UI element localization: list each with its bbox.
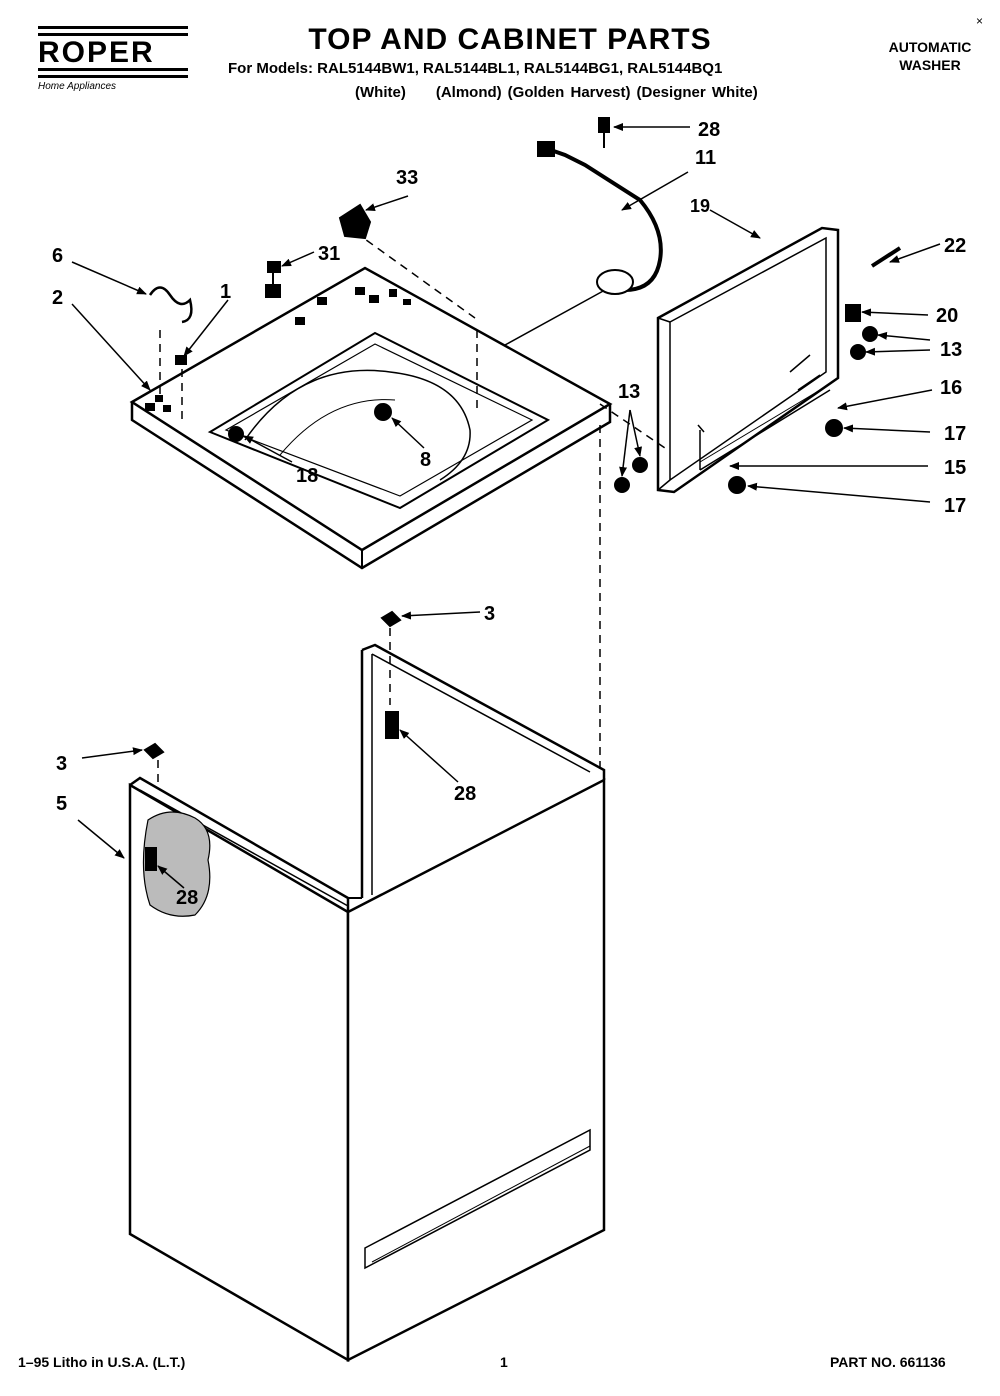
color-designer-white: (Designer White) — [636, 84, 758, 101]
callout-numbers: 28 11 19 22 20 13 16 17 15 17 13 33 31 6… — [52, 119, 966, 909]
screw-18 — [228, 426, 244, 442]
corner-mark: × — [976, 14, 984, 28]
console-panel — [656, 226, 840, 494]
callout-28: 28 — [698, 119, 720, 141]
callout-22: 22 — [944, 235, 966, 257]
callout-11: 11 — [695, 147, 716, 169]
color-golden-harvest: (Golden Harvest) — [507, 84, 631, 101]
screw-13 — [850, 326, 878, 360]
callout-20: 20 — [936, 305, 958, 327]
screw-28 — [598, 117, 610, 148]
callout-8: 8 — [420, 449, 431, 471]
page-title: TOP AND CABINET PARTS — [308, 23, 712, 56]
callout-13: 13 — [940, 339, 962, 361]
assembly-lines — [157, 231, 669, 782]
callout-2: 2 — [52, 287, 63, 309]
callout-3b: 3 — [56, 753, 67, 775]
nut-3 — [380, 610, 402, 628]
model-colors: (White) (Almond) (Golden Harvest) (Designer… — [355, 84, 764, 101]
page-number: 1 — [500, 1354, 508, 1370]
lid-hinge-33 — [338, 203, 372, 240]
callout-13b: 13 — [618, 381, 640, 403]
brand-subtitle: Home Appliances — [38, 81, 117, 92]
callout-15: 15 — [944, 457, 966, 479]
screw-8 — [374, 403, 392, 421]
callout-3: 3 — [484, 603, 495, 625]
washer-top-panel — [129, 266, 613, 570]
knob-17 — [728, 419, 843, 494]
brand-logo: ROPER Home Appliances — [38, 26, 188, 92]
screw-13-left — [614, 457, 648, 493]
callout-5: 5 — [56, 793, 67, 815]
nut-3b — [143, 742, 165, 760]
callout-6: 6 — [52, 245, 63, 267]
callout-28b: 28 — [454, 783, 476, 805]
callout-17: 17 — [944, 423, 966, 445]
model-list: For Models: RAL5144BW1, RAL5144BL1, RAL5… — [228, 60, 723, 77]
litho-note: 1–95 Litho in U.S.A. (L.T.) — [18, 1354, 186, 1370]
callout-1: 1 — [220, 281, 231, 303]
color-white: (White) — [355, 84, 406, 101]
pin-22 — [870, 246, 902, 268]
callout-28c: 28 — [176, 887, 198, 909]
cutaway-view — [142, 811, 211, 917]
product-type: AUTOMATIC WASHER — [870, 38, 990, 74]
callout-16: 16 — [940, 377, 962, 399]
color-almond: (Almond) — [435, 84, 502, 101]
callout-17b: 17 — [944, 495, 966, 517]
small-parts — [143, 117, 902, 871]
brand-name: ROPER — [38, 36, 155, 69]
leader-lines — [71, 123, 941, 889]
part-number: PART NO. 661136 — [830, 1354, 946, 1370]
product-type-line2: WASHER — [899, 57, 961, 73]
clip-31 — [265, 261, 281, 298]
washer-cabinet — [128, 643, 606, 1363]
spring-6 — [148, 286, 193, 324]
callout-18: 18 — [296, 465, 318, 487]
screw-28b — [385, 711, 399, 739]
power-cord-11 — [537, 141, 663, 295]
callout-33: 33 — [396, 167, 418, 189]
clip-20 — [845, 304, 861, 322]
logo-rule — [38, 68, 188, 78]
bolt-1 — [175, 355, 187, 365]
screw-28c — [145, 847, 157, 871]
callout-19: 19 — [690, 196, 710, 216]
logo-rule — [38, 26, 188, 36]
product-type-line1: AUTOMATIC — [888, 39, 972, 55]
callout-31: 31 — [318, 243, 340, 265]
